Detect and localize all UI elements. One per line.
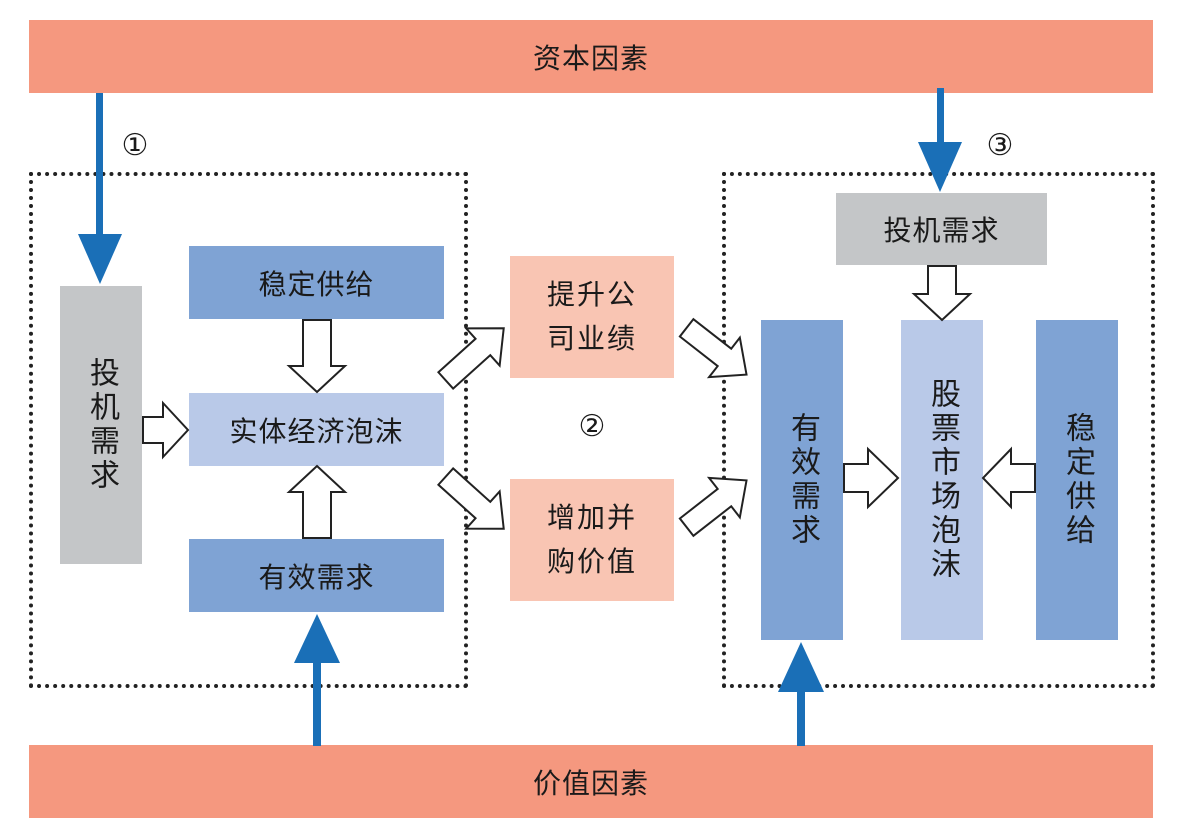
value-factor-bar: 价值因素 — [29, 745, 1153, 818]
right-speculative-demand-box: 投机需求 — [836, 193, 1047, 265]
left-speculative-demand-label: 投机需求 — [84, 357, 119, 493]
improve-performance-line-2: 司业绩 — [546, 322, 637, 355]
capital-to-right-speculative-arrow — [918, 88, 962, 192]
marker-3: ③ — [986, 128, 1014, 163]
performance-to-effective-demand-arrow — [678, 317, 748, 379]
stock-market-bubble-box: 股票市场泡沫 — [901, 320, 983, 640]
improve-performance-line-1: 提升公 — [546, 278, 637, 311]
value-to-right-effective-arrow — [778, 642, 824, 746]
hollow-arrows — [142, 265, 1036, 539]
right-effective-demand-label: 有效需求 — [785, 412, 820, 548]
left-stable-supply-box: 稳定供给 — [189, 246, 444, 319]
capital-factor-bar: 资本因素 — [29, 20, 1153, 93]
stable-supply-to-stock-bubble-arrow — [981, 446, 1036, 510]
left-effective-demand-label: 有效需求 — [258, 560, 375, 594]
bubble-to-ma-arrow — [436, 466, 505, 530]
blue-arrows — [78, 88, 962, 746]
marker-1: ① — [121, 128, 149, 163]
real-economy-bubble-box: 实体经济泡沫 — [189, 393, 444, 466]
right-speculative-demand-label: 投机需求 — [883, 214, 1000, 247]
speculative-to-bubble-arrow — [142, 400, 190, 460]
left-group-frame — [29, 172, 468, 688]
stock-market-bubble-label: 股票市场泡沫 — [925, 378, 960, 582]
capital-factor-label: 资本因素 — [532, 41, 649, 75]
ma-to-effective-demand-arrow — [678, 476, 748, 538]
improve-performance-box: 提升公 司业绩 — [510, 256, 674, 378]
increase-ma-value-box: 增加并 购价值 — [510, 479, 674, 601]
increase-ma-value-line-1: 增加并 — [546, 501, 637, 534]
capital-to-left-speculative-arrow — [78, 93, 122, 284]
right-stable-supply-box: 稳定供给 — [1036, 320, 1118, 640]
demand-to-bubble-arrow — [286, 464, 348, 539]
increase-ma-value-line-2: 购价值 — [546, 545, 637, 578]
left-effective-demand-box: 有效需求 — [189, 539, 444, 612]
value-factor-label: 价值因素 — [532, 766, 649, 800]
effective-demand-to-stock-bubble-arrow — [843, 446, 900, 510]
right-stable-supply-label: 稳定供给 — [1060, 412, 1095, 548]
left-stable-supply-label: 稳定供给 — [258, 267, 375, 301]
supply-to-bubble-arrow — [286, 319, 348, 394]
speculative-to-stock-bubble-arrow — [911, 265, 973, 322]
left-speculative-demand-box: 投机需求 — [60, 286, 142, 564]
value-to-left-effective-arrow — [294, 614, 340, 746]
real-economy-bubble-label: 实体经济泡沫 — [229, 414, 404, 448]
right-effective-demand-box: 有效需求 — [761, 320, 843, 640]
bubble-to-performance-arrow — [436, 327, 505, 391]
marker-2: ② — [578, 409, 606, 444]
